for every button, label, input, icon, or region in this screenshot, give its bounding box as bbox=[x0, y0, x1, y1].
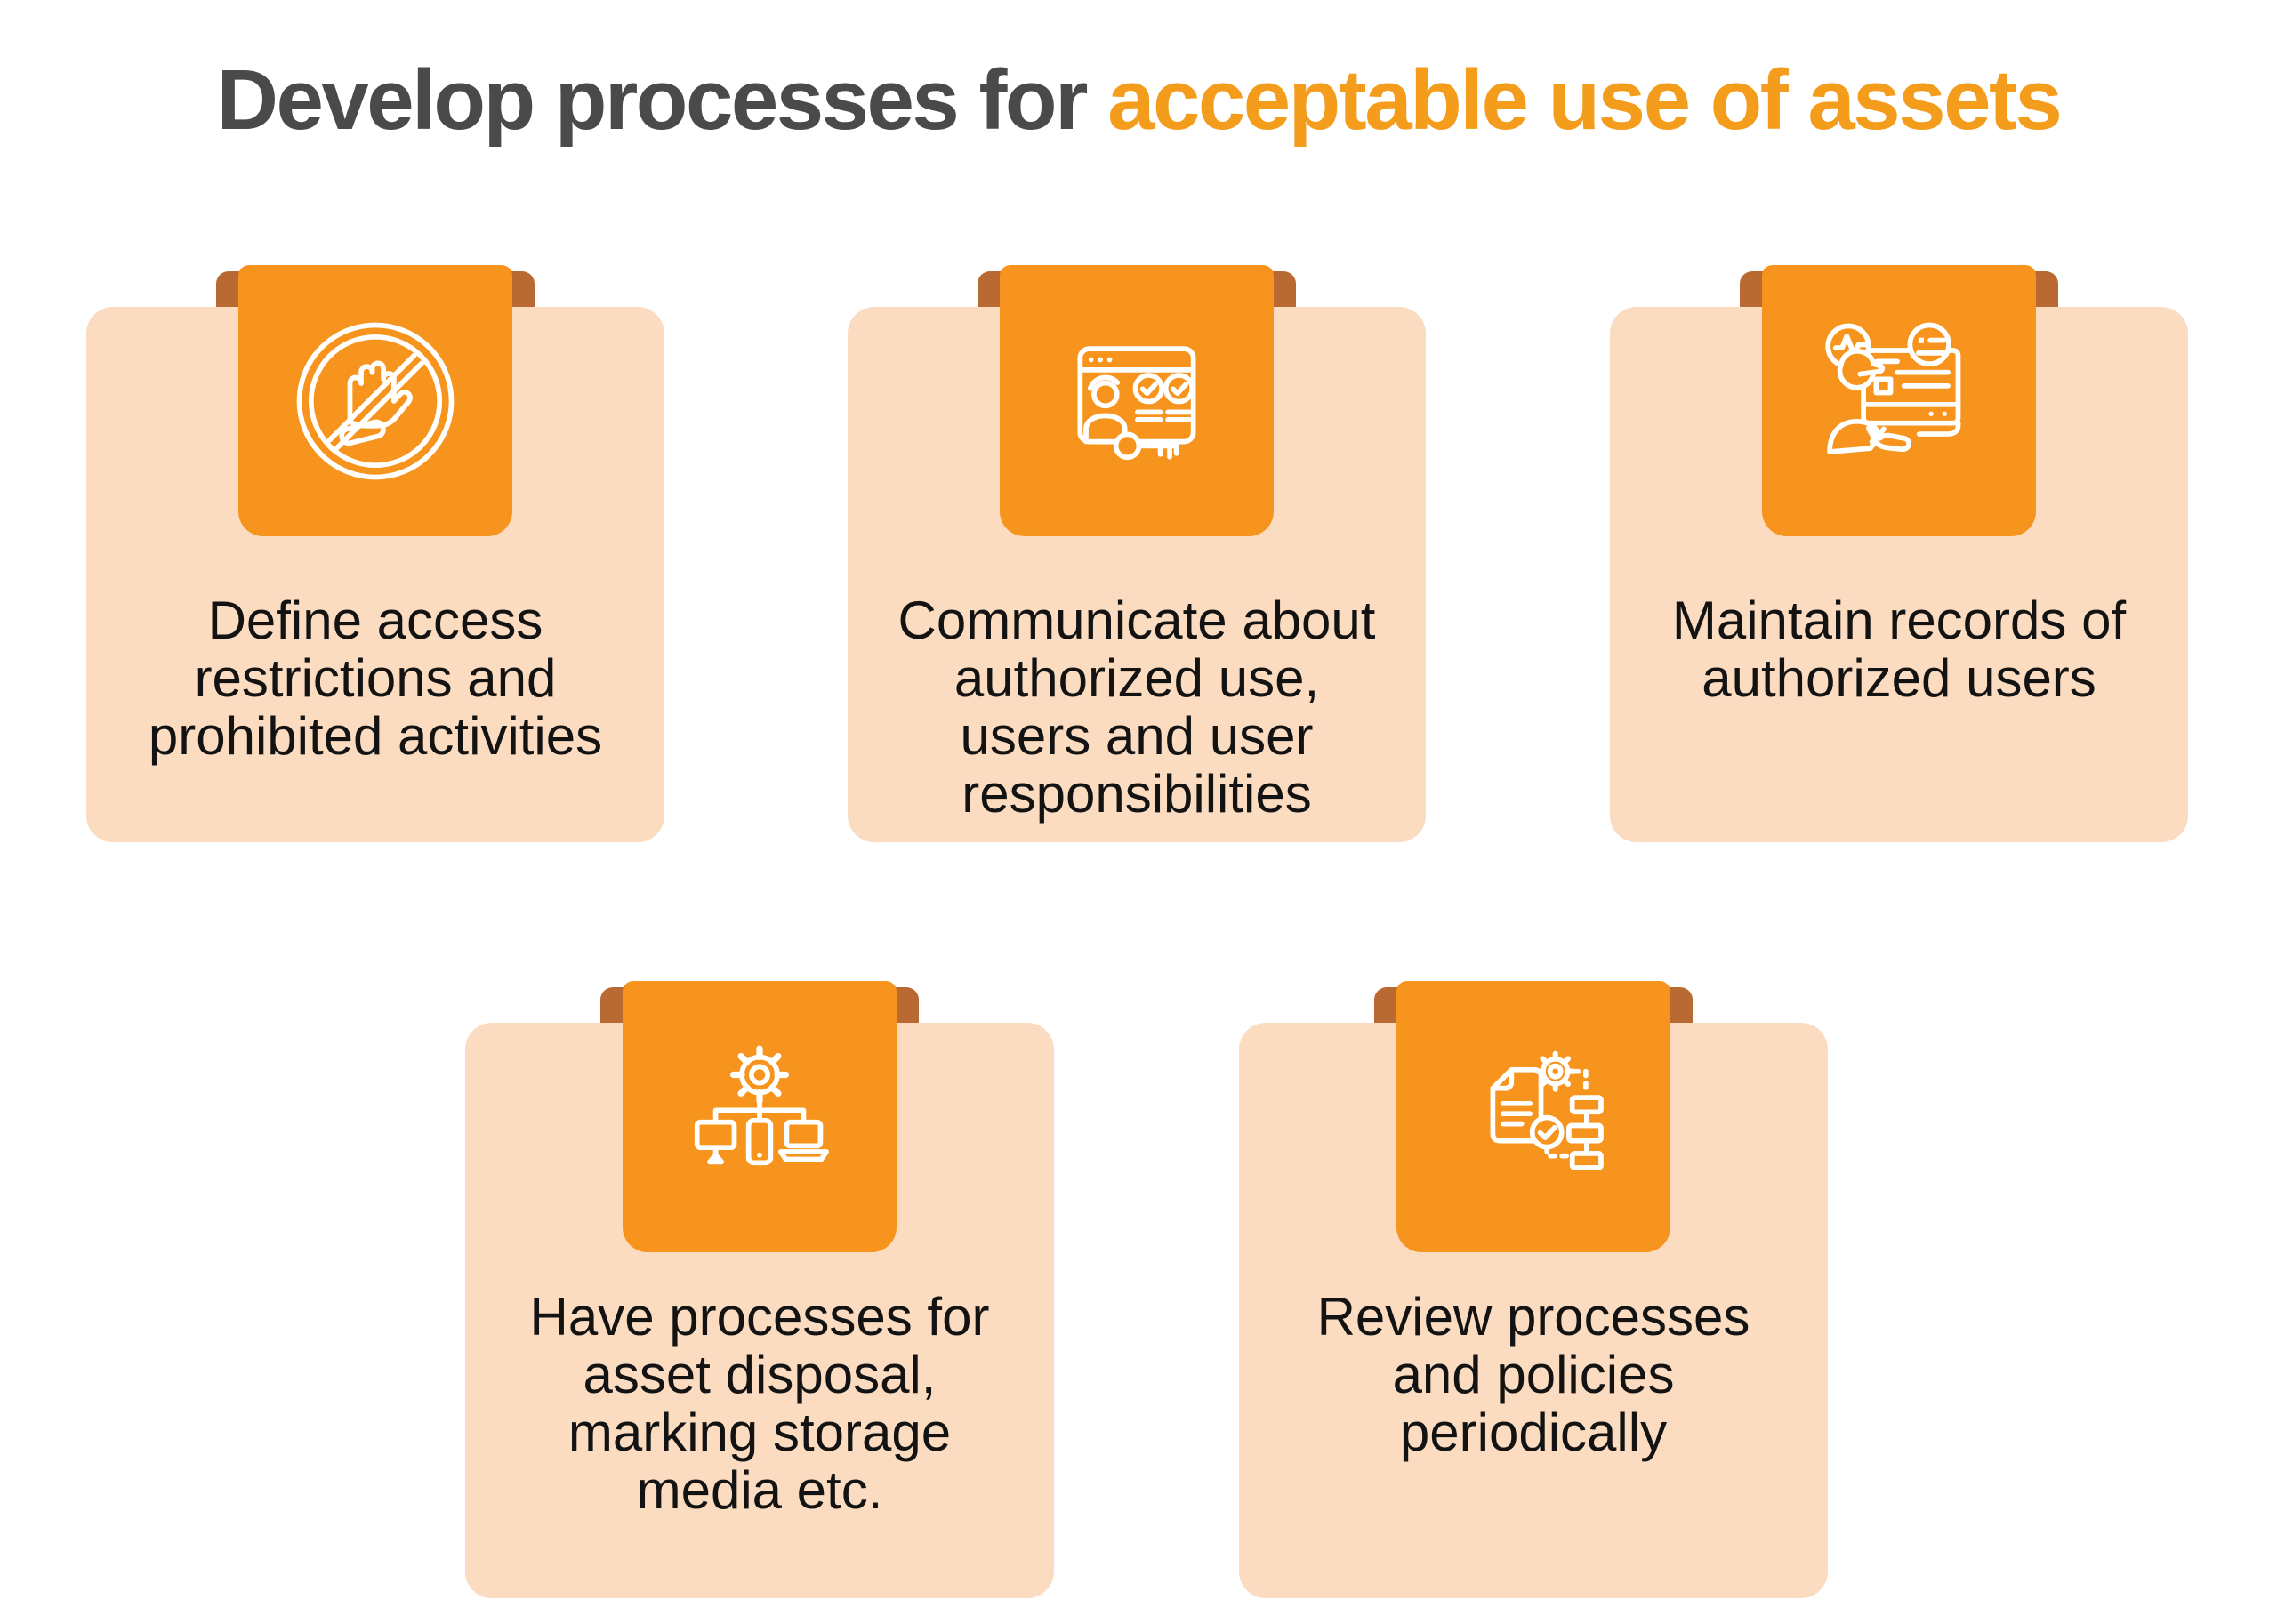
card-text: Define access restrictions and prohibite… bbox=[148, 591, 603, 766]
card-text: Communicate about authorized use, users … bbox=[897, 591, 1376, 824]
devices-gear-network-icon bbox=[694, 1044, 829, 1165]
card-asset-disposal-processes: Have processes for asset disposal, marki… bbox=[465, 981, 1054, 1598]
card-text: Maintain records of authorized users bbox=[1671, 591, 2127, 708]
page-title-prefix: Develop processes for bbox=[216, 52, 1089, 148]
ribbon-tab bbox=[1762, 265, 2036, 536]
card-text: Have processes for asset disposal, marki… bbox=[529, 1287, 990, 1520]
no-touch-hand-icon bbox=[296, 322, 455, 479]
card-communicate-authorized-use: Communicate about authorized use, users … bbox=[848, 265, 1426, 842]
document-gear-flowchart-icon bbox=[1490, 1050, 1604, 1170]
page-title-highlight: acceptable use of assets bbox=[1107, 52, 2063, 148]
user-records-laptop-icon bbox=[1825, 322, 1961, 454]
ribbon-tab bbox=[238, 265, 512, 536]
card-maintain-records: Maintain records of authorized users bbox=[1610, 265, 2188, 842]
ribbon-tab bbox=[623, 981, 897, 1252]
page-title: Develop processes for acceptable use of … bbox=[0, 52, 2277, 149]
card-text: Review processes and policies periodical… bbox=[1316, 1287, 1750, 1462]
card-define-access-restrictions: Define access restrictions and prohibite… bbox=[86, 265, 664, 842]
browser-authorization-key-icon bbox=[1077, 345, 1196, 460]
ribbon-tab bbox=[1396, 981, 1670, 1252]
ribbon-tab bbox=[1000, 265, 1274, 536]
card-review-processes-policies: Review processes and policies periodical… bbox=[1239, 981, 1828, 1598]
